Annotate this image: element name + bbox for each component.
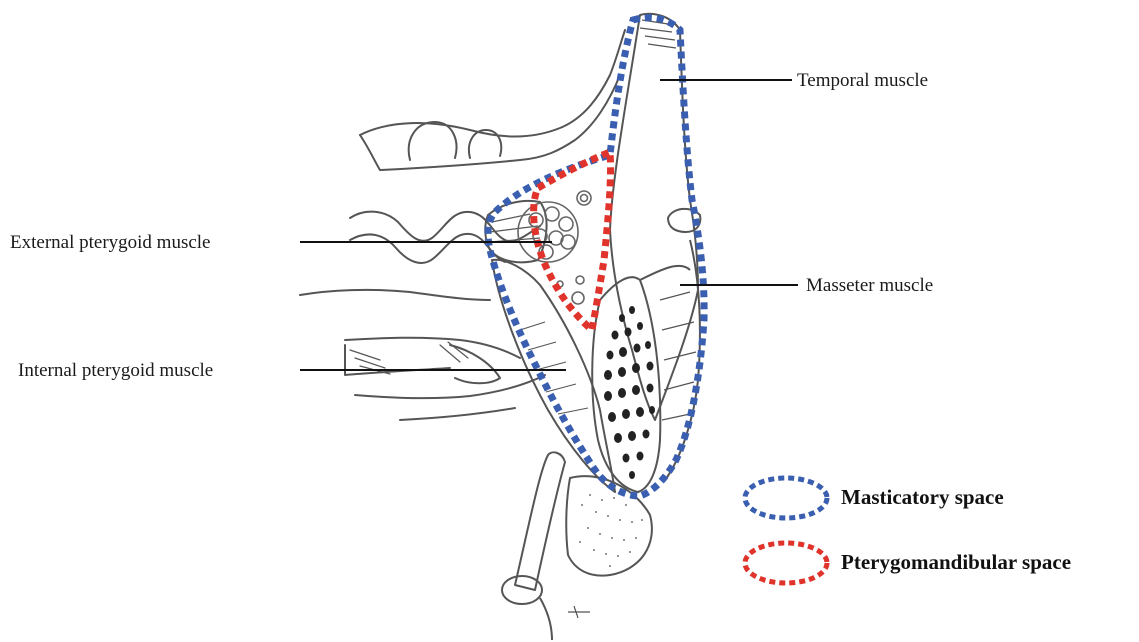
legend-label-masticatory: Masticatory space: [841, 487, 1004, 508]
mandible-trabecular-dots: [604, 306, 655, 479]
legend-swatch-masticatory: [745, 478, 827, 518]
label-internal-pterygoid-muscle: Internal pterygoid muscle: [18, 361, 213, 380]
legend-label-pterygomandibular: Pterygomandibular space: [841, 552, 1071, 573]
skull-base-outline: [300, 30, 625, 420]
label-external-pterygoid-muscle: External pterygoid muscle: [10, 233, 211, 252]
leader-lines: [300, 80, 798, 370]
label-masseter-muscle: Masseter muscle: [806, 276, 933, 295]
stippled-gland: [579, 494, 643, 567]
internal-pterygoid-shape: [492, 260, 615, 492]
legend-swatch-pterygomandibular: [745, 543, 827, 583]
lower-structures: [502, 452, 652, 640]
label-temporal-muscle: Temporal muscle: [797, 71, 928, 90]
